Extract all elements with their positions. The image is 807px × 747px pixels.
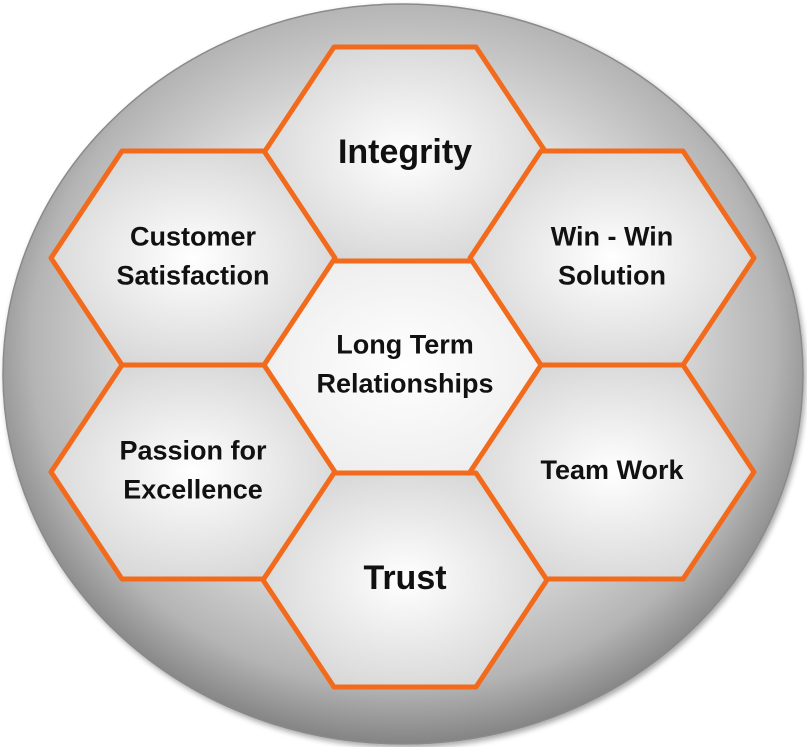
hexagon-label-top-right-line-2: Solution [558, 261, 666, 291]
hexagon-label-top-left-line-1: Customer [130, 222, 257, 252]
hexagon-label-bottom-right-line-1: Team Work [540, 455, 684, 485]
hexagon-bottom: Trust [260, 470, 550, 690]
hexagon-label-top-line-1: Integrity [338, 133, 472, 171]
hexagon-label-bottom-left-line-2: Excellence [123, 475, 263, 505]
hexagon-label-center-line-2: Relationships [316, 369, 493, 399]
hexagon-label-bottom-left-line-1: Passion for [119, 436, 267, 466]
hexagon-label-bottom-line-1: Trust [363, 559, 446, 597]
hexagon-label-top-right-line-1: Win - Win [551, 222, 673, 252]
hexagon-label-top-left-line-2: Satisfaction [116, 261, 269, 291]
hexagon-shape-bottom [260, 470, 550, 690]
hexagon-label-center-line-1: Long Term [336, 330, 474, 360]
